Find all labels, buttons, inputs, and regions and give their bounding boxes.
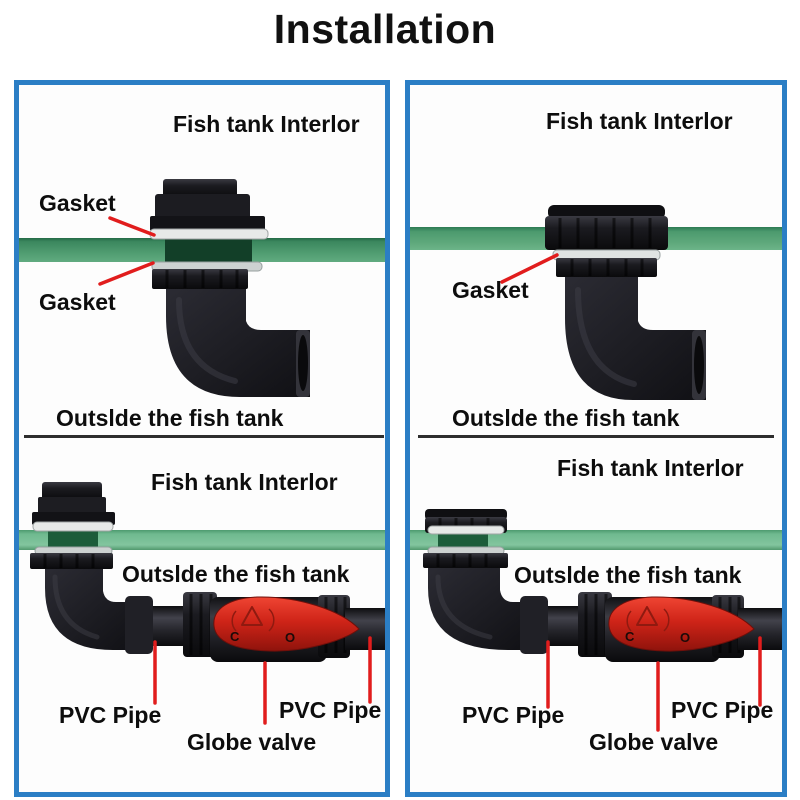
section-divider: [418, 435, 774, 438]
pvc-pipe-right-label: PVC Pipe: [279, 697, 382, 723]
bottom-diagram-right: C O: [410, 509, 782, 732]
lock-nut-ribs: [165, 270, 239, 288]
recycle-triangle-icon: [231, 606, 275, 632]
pipe-through-glass: [48, 530, 98, 550]
top-diagram-left: [19, 179, 385, 438]
lock-nut: [423, 553, 508, 568]
bulkhead-fitting: [423, 509, 508, 568]
pvc-pipe-right-label: PVC Pipe: [671, 697, 774, 723]
elbow-pipe: [45, 569, 139, 650]
fitting-flange: [150, 216, 265, 231]
bottom-diagram-left: C O: [19, 482, 385, 725]
globe-valve-label: Globe valve: [187, 729, 317, 755]
pvc-pipe-left-label: PVC Pipe: [462, 702, 565, 728]
elbow-socket: [125, 596, 153, 654]
gasket-ring-upper: [149, 228, 269, 240]
gasket-ring-upper: [427, 525, 505, 535]
right-panel-illustration: C O: [410, 205, 782, 732]
gasket-ring-upper: [32, 521, 114, 532]
page-title: Installation: [273, 6, 497, 52]
outside-tank-label: Outslde the fish tank: [122, 561, 350, 587]
gasket-upper-annotation-line: [108, 216, 156, 237]
recycle-triangle-icon: [626, 606, 670, 632]
valve-close-letter: C: [625, 629, 635, 644]
lock-nut-ribs: [570, 259, 644, 276]
outside-tank-label: Outslde the fish tank: [56, 405, 284, 431]
fitting-nut-ribs: [558, 218, 652, 248]
lock-nut: [152, 269, 248, 289]
elbow-pipe: [166, 289, 310, 397]
section-divider: [24, 435, 384, 438]
left-panel: C O Fish tank Interlor Gasket Gasket Out…: [14, 80, 390, 797]
lock-nut-ribs: [436, 554, 488, 567]
fitting-nut: [155, 194, 250, 219]
fitting-nut: [545, 216, 668, 250]
fitting-cap: [163, 179, 237, 198]
fish-tank-interior-label: Fish tank Interlor: [557, 455, 744, 481]
valve-close-letter: C: [230, 629, 240, 644]
globe-valve-label: Globe valve: [589, 729, 719, 755]
outside-tank-label: Outslde the fish tank: [452, 405, 680, 431]
globe-valve: C O: [578, 592, 782, 662]
elbow-pipe: [428, 568, 532, 650]
bulkhead-fitting: [30, 482, 115, 569]
bulkhead-fitting: [149, 179, 269, 289]
gasket-lower-annotation-line: [98, 261, 155, 286]
valve-open-letter: O: [680, 630, 690, 645]
gasket-annotation-line: [500, 253, 559, 284]
left-panel-illustration: C O: [19, 179, 385, 725]
elbow-pipe: [565, 277, 706, 400]
fitting-nut: [38, 497, 106, 514]
outside-tank-label: Outslde the fish tank: [514, 562, 742, 588]
gasket-lower-label: Gasket: [39, 289, 116, 315]
fish-tank-interior-label: Fish tank Interlor: [173, 111, 360, 137]
valve-open-letter: O: [285, 630, 295, 645]
fitting-cap: [548, 205, 665, 219]
glass-pane: [410, 530, 782, 550]
pvc-pipe-left-label: PVC Pipe: [59, 702, 162, 728]
fish-tank-interior-label: Fish tank Interlor: [151, 469, 338, 495]
pipe-through-glass: [438, 530, 488, 550]
gasket-upper-label: Gasket: [39, 190, 116, 216]
glass-pane: [19, 530, 385, 550]
gasket-label: Gasket: [452, 277, 529, 303]
fish-tank-interior-label: Fish tank Interlor: [546, 108, 733, 134]
elbow-socket: [520, 596, 548, 654]
top-diagram-right: [410, 205, 782, 438]
globe-valve: C O: [183, 592, 385, 662]
right-panel: C O Fish tank Interlor Gasket Outslde th…: [405, 80, 787, 797]
lock-nut-ribs: [43, 554, 95, 568]
pipe-through-glass: [165, 238, 252, 262]
lock-nut: [30, 553, 113, 569]
fitting-cap: [42, 482, 102, 500]
bulkhead-fitting: [545, 205, 668, 277]
